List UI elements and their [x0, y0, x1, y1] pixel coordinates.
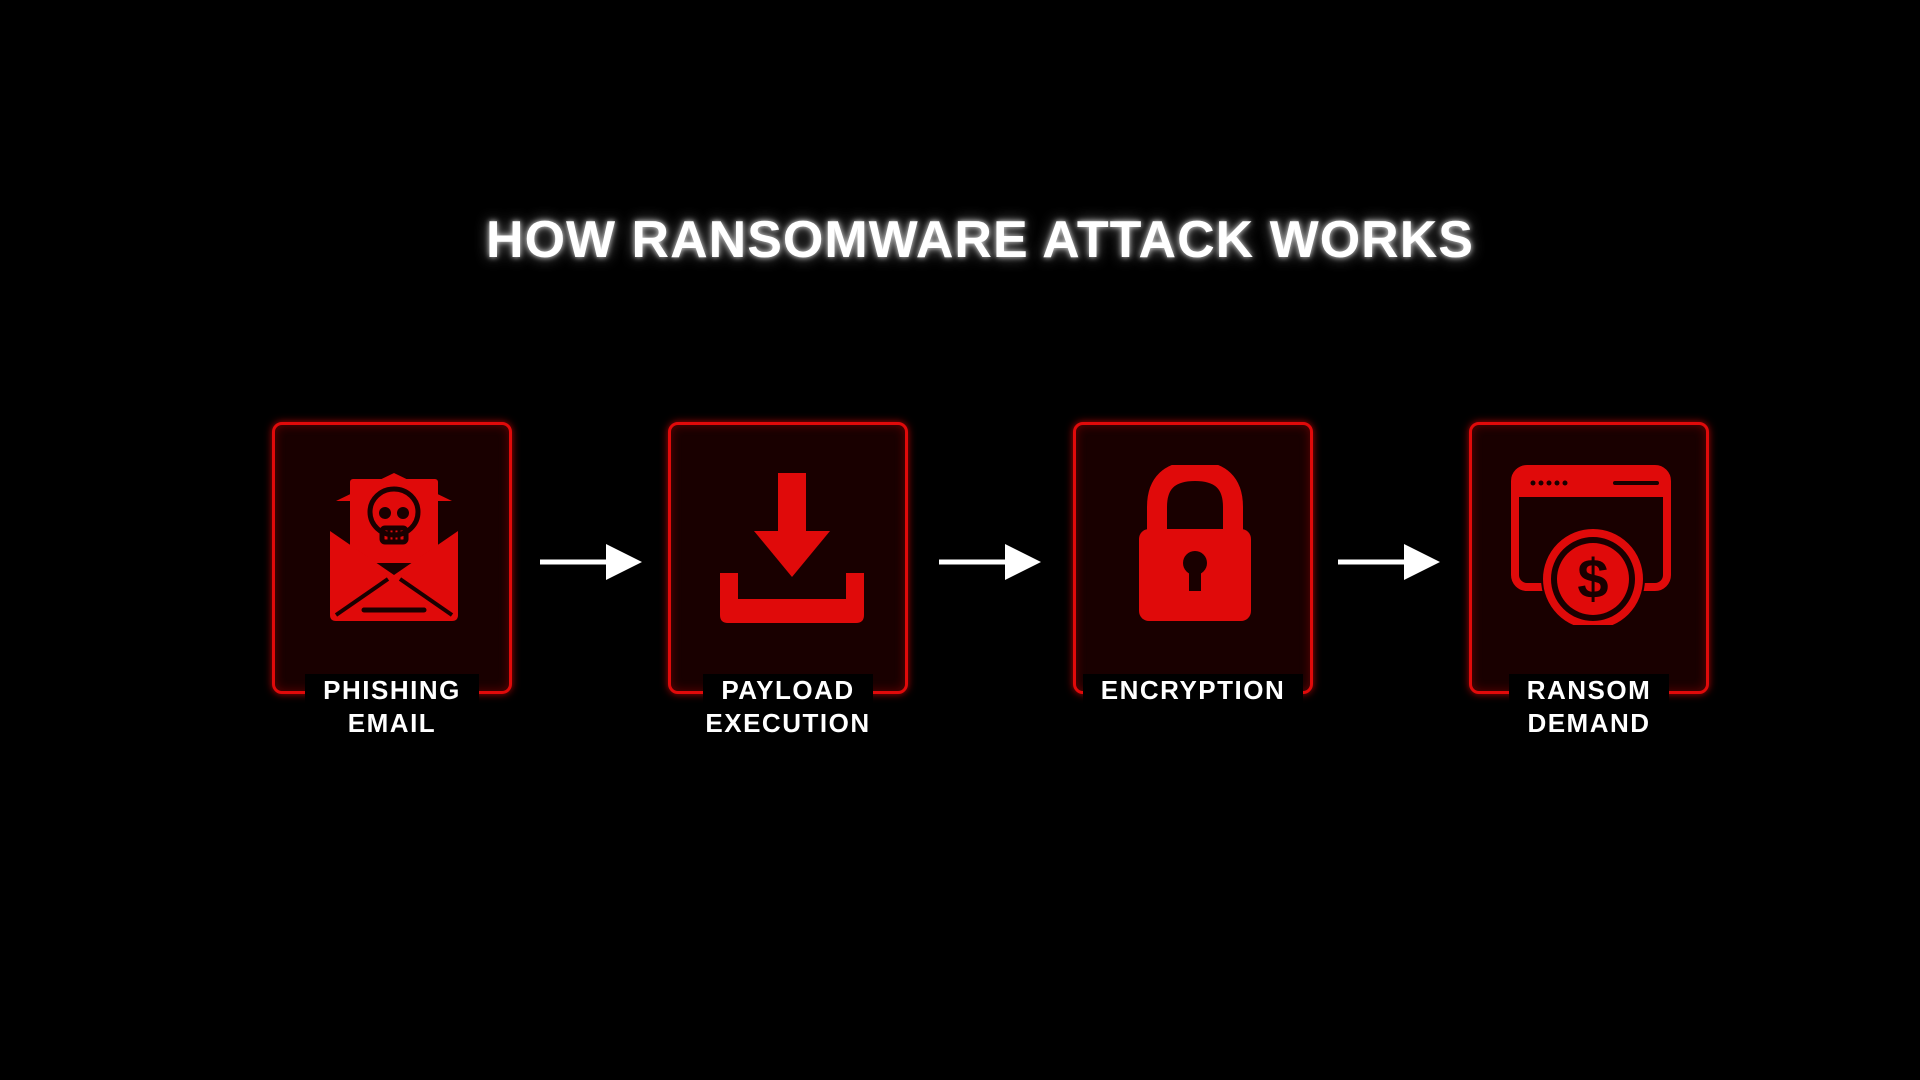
- page-title: HOW RANSOMWARE ATTACK WORKS: [486, 211, 1474, 269]
- step-card: $: [1469, 422, 1709, 694]
- download-icon: [720, 473, 864, 623]
- padlock-icon: [1139, 465, 1251, 621]
- step-label: ENCRYPTION: [1073, 674, 1313, 707]
- step-card: [1073, 422, 1313, 694]
- step-label: PHISHING EMAIL: [272, 674, 512, 740]
- arrow-right-icon: [540, 544, 642, 580]
- step-label: RANSOM DEMAND: [1469, 674, 1709, 740]
- step-label-line2: EXECUTION: [705, 708, 871, 738]
- step-label-line1: PHISHING: [305, 674, 479, 707]
- step-card: [668, 422, 908, 694]
- skull-envelope-icon: [330, 473, 458, 621]
- step-label-line2: DEMAND: [1527, 708, 1651, 738]
- browser-dollar-icon: $: [1511, 465, 1671, 625]
- step-card: [272, 422, 512, 694]
- arrow-right-icon: [939, 544, 1041, 580]
- step-label: PAYLOAD EXECUTION: [668, 674, 908, 740]
- step-label-line1: PAYLOAD: [703, 674, 873, 707]
- arrow-right-icon: [1338, 544, 1440, 580]
- step-label-line2: EMAIL: [347, 708, 437, 738]
- svg-text:$: $: [1577, 547, 1608, 610]
- step-label-line1: ENCRYPTION: [1082, 674, 1304, 707]
- step-label-line1: RANSOM: [1508, 674, 1670, 707]
